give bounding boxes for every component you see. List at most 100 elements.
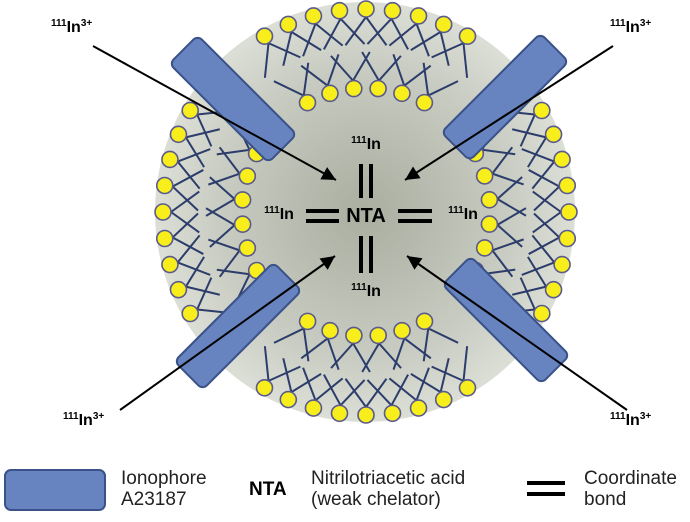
inner-lipid-tail bbox=[422, 62, 430, 96]
outer-lipid-tail bbox=[290, 373, 322, 394]
inner-lipid-tail bbox=[422, 328, 430, 362]
inner-lipid-head bbox=[369, 79, 387, 98]
inner-lipid-head bbox=[345, 326, 363, 345]
bound-indium-bottom: 111In bbox=[351, 282, 381, 300]
outer-lipid-tail bbox=[344, 16, 367, 46]
arrow-bottom-right bbox=[406, 255, 628, 411]
outer-lipid-head bbox=[155, 229, 174, 248]
outer-lipid-head bbox=[330, 404, 349, 423]
outer-lipid-tail bbox=[431, 42, 464, 59]
inner-lipid-tail bbox=[302, 62, 310, 96]
inner-lipid-tail bbox=[218, 146, 241, 175]
outer-lipid-tail bbox=[527, 136, 548, 168]
outer-lipid-tail bbox=[290, 30, 322, 51]
inner-lipid-head bbox=[415, 312, 434, 331]
outer-lipid-tail bbox=[282, 357, 293, 393]
inner-lipid-head bbox=[480, 215, 499, 233]
outer-lipid-tail bbox=[365, 378, 388, 408]
outer-lipid-tail bbox=[388, 377, 418, 402]
inner-lipid-tail bbox=[218, 249, 241, 278]
inner-lipid-tail bbox=[216, 268, 250, 276]
outer-lipid-tail bbox=[314, 22, 344, 47]
outer-lipid-head bbox=[383, 1, 402, 20]
outer-lipid-tail bbox=[302, 367, 317, 401]
outer-lipid-head bbox=[304, 7, 323, 25]
inner-lipid-tail bbox=[330, 55, 354, 82]
inner-lipid-tail bbox=[361, 51, 380, 82]
outer-lipid-head bbox=[533, 101, 551, 120]
inner-lipid-head bbox=[344, 79, 363, 98]
outer-lipid-tail bbox=[196, 114, 213, 147]
inner-lipid-tail bbox=[208, 238, 241, 252]
inner-lipid-tail bbox=[300, 337, 329, 360]
inner-lipid-tail bbox=[427, 80, 459, 97]
outer-lipid-head bbox=[279, 390, 298, 409]
outer-lipid-tail bbox=[172, 169, 204, 188]
inner-lipid-head bbox=[321, 321, 339, 340]
outer-lipid-head bbox=[383, 404, 402, 423]
bond-top bbox=[359, 164, 373, 198]
inner-lipid-tail bbox=[496, 224, 523, 248]
inner-lipid-tail bbox=[427, 327, 459, 344]
outer-lipid-tail bbox=[339, 17, 366, 45]
outer-lipid-tail bbox=[531, 234, 556, 264]
nta-center-label: NTA bbox=[346, 205, 386, 227]
ion-arrows bbox=[92, 45, 628, 411]
inner-lipid-tail bbox=[482, 148, 516, 156]
inner-lipid-tail bbox=[403, 64, 432, 87]
inner-lipid-head bbox=[480, 190, 499, 209]
inner-lipid-tail bbox=[352, 342, 371, 373]
outer-lipid-head bbox=[409, 7, 428, 25]
outer-lipid-tail bbox=[185, 285, 221, 296]
inner-lipid-head bbox=[238, 167, 257, 185]
outer-lipid-head bbox=[154, 203, 172, 221]
outer-lipid-head bbox=[544, 280, 563, 299]
outer-lipid-tail bbox=[532, 190, 562, 213]
inner-lipid-head bbox=[393, 321, 411, 340]
inner-lipid-tail bbox=[326, 338, 340, 370]
outer-lipid-tail bbox=[511, 128, 547, 139]
outer-lipid-tail bbox=[344, 378, 367, 408]
outer-lipid-tail bbox=[268, 365, 301, 382]
inner-lipid-tail bbox=[330, 342, 354, 369]
outer-lipid-tail bbox=[531, 160, 556, 190]
outer-lipid-tail bbox=[439, 357, 450, 393]
bond-left bbox=[306, 209, 339, 223]
outer-lipid-head bbox=[161, 255, 179, 274]
ionophores bbox=[170, 34, 569, 389]
bound-indium-top: 111In bbox=[351, 135, 381, 153]
inner-lipid-tail bbox=[491, 172, 524, 186]
outer-lipid-tail bbox=[185, 128, 221, 139]
inner-lipid-tail bbox=[392, 337, 406, 370]
outer-lipid-tail bbox=[302, 23, 317, 57]
outer-lipid-tail bbox=[521, 261, 555, 276]
inner-lipid-head bbox=[415, 93, 434, 112]
outer-lipid-tail bbox=[323, 18, 342, 50]
coordinate-bonds bbox=[306, 164, 432, 273]
outer-lipid-tail bbox=[415, 367, 430, 401]
outer-lipid-tail bbox=[177, 148, 211, 163]
legend-ionophore-label: Ionophore A23187 bbox=[121, 468, 207, 511]
outer-lipid-head bbox=[409, 399, 428, 417]
inner-lipid-tail bbox=[300, 64, 329, 87]
outer-lipid-tail bbox=[171, 185, 199, 212]
outer-lipid-tail bbox=[172, 236, 204, 255]
outer-lipid-head bbox=[533, 304, 551, 323]
outer-lipid-tail bbox=[263, 43, 270, 78]
outer-lipid-head bbox=[434, 390, 453, 409]
outer-lipid-head bbox=[279, 15, 298, 34]
bound-indium-left: 111In bbox=[264, 205, 294, 223]
outer-lipid-head bbox=[558, 229, 577, 248]
inner-lipid-head bbox=[393, 84, 411, 103]
bond-right bbox=[398, 209, 432, 223]
outer-lipid-tail bbox=[339, 379, 366, 407]
inner-lipid-head bbox=[298, 93, 317, 112]
inner-lipid-tail bbox=[273, 327, 305, 344]
outer-lipid-tail bbox=[177, 261, 211, 276]
outer-lipid-tail bbox=[268, 42, 301, 59]
outer-lipid-head bbox=[553, 255, 571, 274]
outer-lipid-head bbox=[558, 176, 577, 195]
outer-lipid-tail bbox=[462, 43, 469, 78]
inner-lipid-tail bbox=[209, 224, 236, 248]
inner-lipid-tail bbox=[352, 51, 371, 82]
